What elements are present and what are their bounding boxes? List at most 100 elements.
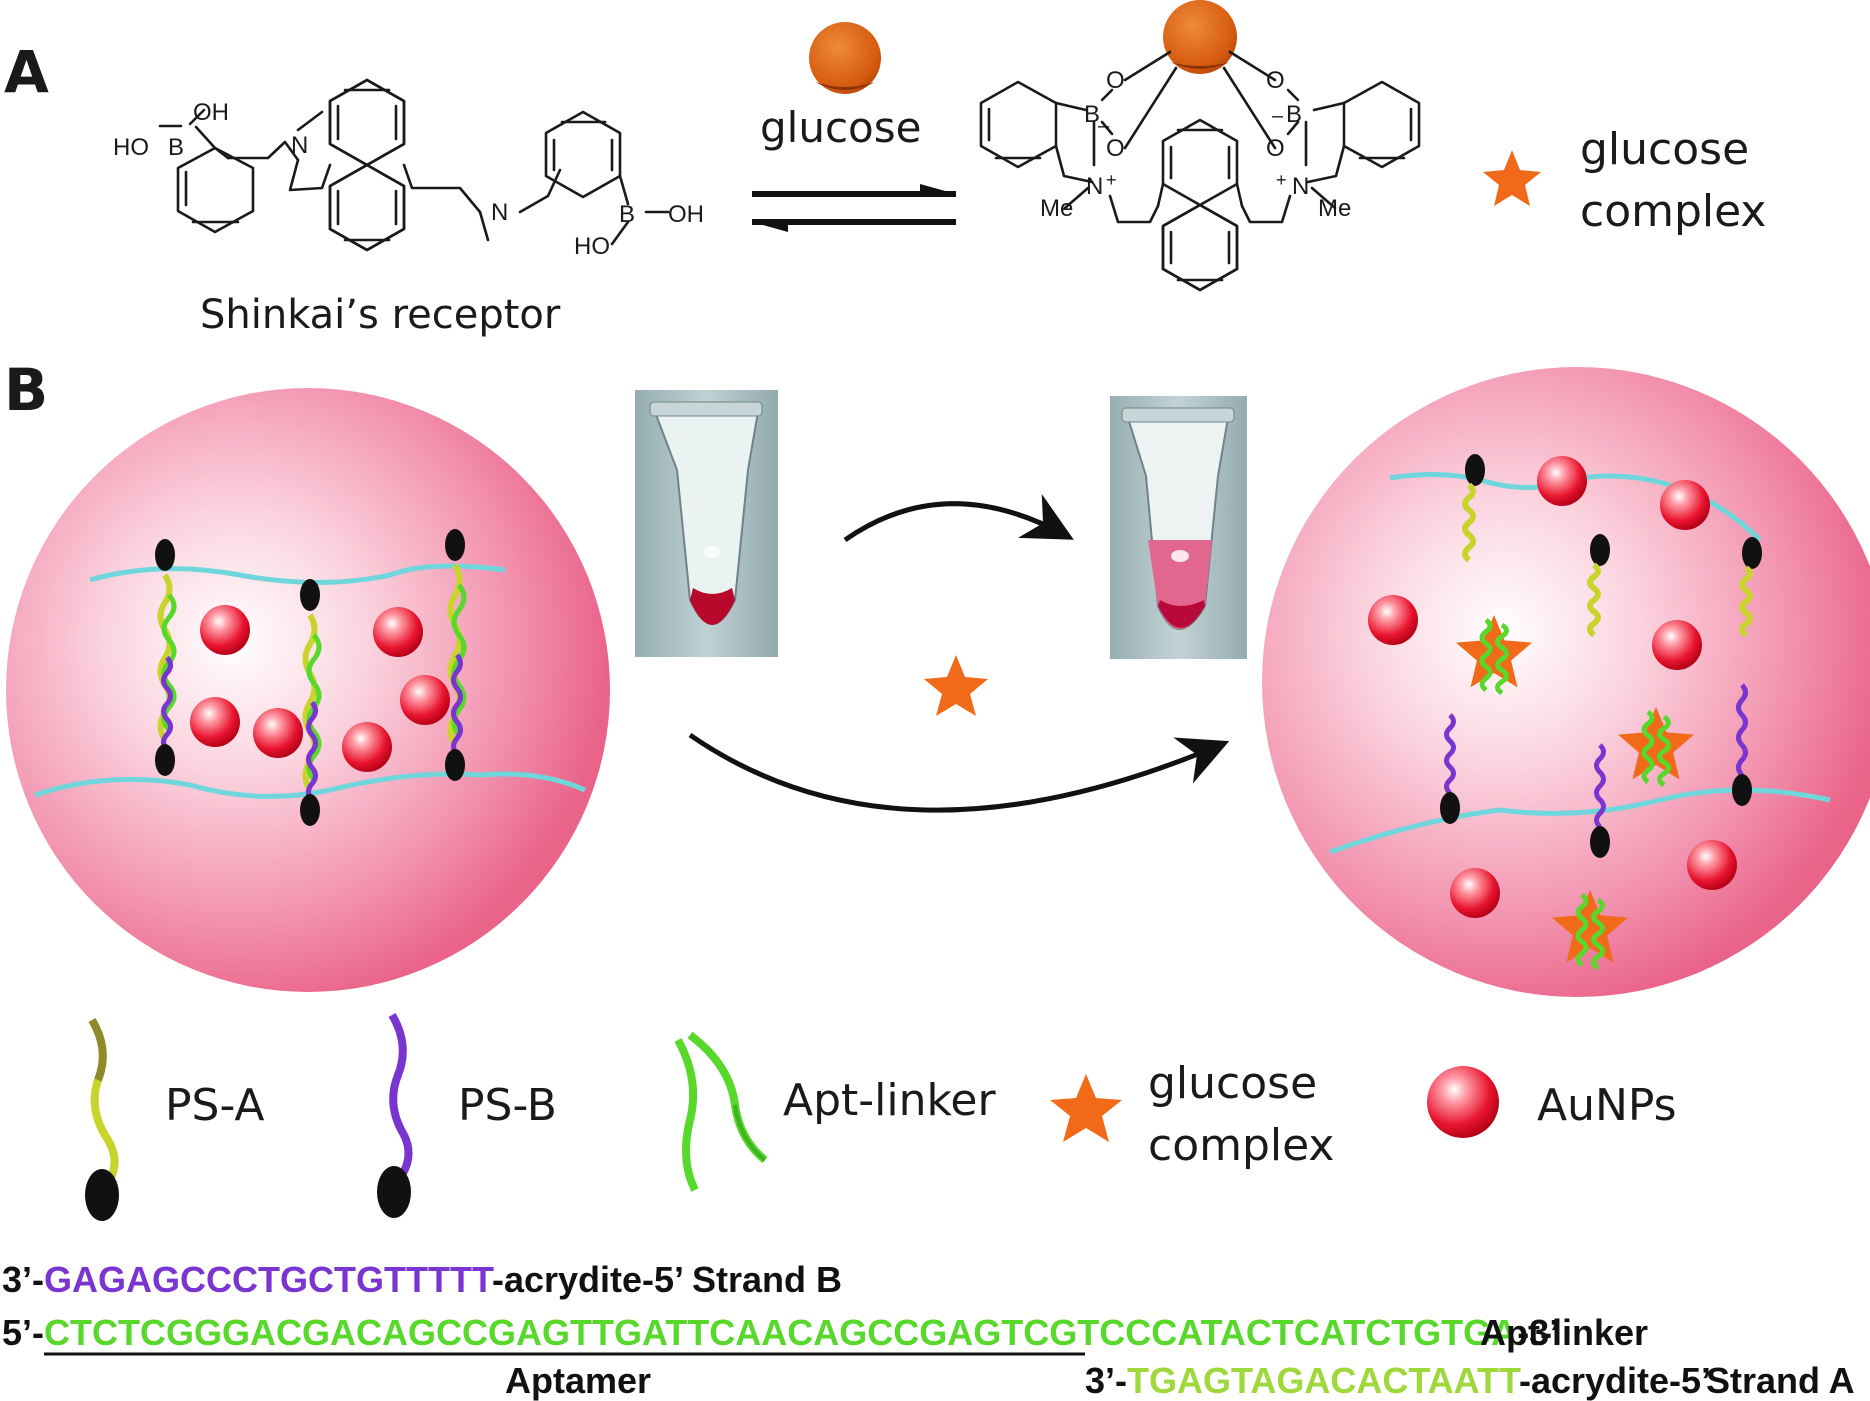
charge-plus: +: [1276, 170, 1287, 190]
strand-a-prefix: 3’-: [1085, 1360, 1127, 1401]
acrydite-anchor: [1440, 792, 1460, 824]
color-change-arrow: [843, 493, 1074, 543]
panel-a-legend-line1: glucose: [1580, 124, 1749, 175]
acrydite-anchor: [1465, 454, 1485, 486]
released-strands: [1368, 454, 1762, 971]
aunp-particle: [190, 697, 240, 747]
apt-suffix: -3’: [1517, 1312, 1559, 1353]
legend-psb-icon: [377, 1012, 413, 1218]
hydrogel-crosslinked: [6, 388, 610, 992]
glucose-sphere-icon: [809, 22, 881, 94]
ps-a-strand: [1462, 482, 1476, 563]
atom-o: O: [1106, 135, 1125, 162]
methyl-label: Me: [1318, 195, 1351, 222]
ps-b-strand: [1736, 683, 1748, 777]
atom-o: O: [1266, 135, 1285, 162]
methyl-label: Me: [1040, 195, 1073, 222]
aunp-particle: [1660, 480, 1710, 530]
aunp-particle: [342, 722, 392, 772]
strand-a-name: Strand A: [1706, 1360, 1855, 1401]
aunp-particle: [200, 605, 250, 655]
aunp-particle: [373, 607, 423, 657]
aunp-particle: [1687, 840, 1737, 890]
aunp-particle: [1368, 595, 1418, 645]
legend-psb-label: PS-B: [458, 1080, 557, 1131]
release-arrow: [688, 732, 1230, 813]
hydrogel-dissociated: [1262, 367, 1870, 997]
atom-n: N: [491, 199, 508, 226]
atom-o: O: [1106, 67, 1125, 94]
polymer-chain: [34, 771, 587, 799]
atom-n: N: [1292, 173, 1309, 200]
shinkai-receptor-structure: [158, 78, 670, 252]
acrydite-anchor: [445, 749, 465, 781]
legend-aunp-icon: [1427, 1066, 1499, 1138]
left-atom-labels: OH HO B N N B OH HO: [113, 99, 704, 260]
glucose-complex-star-icon: [924, 655, 988, 716]
acrydite-anchor: [155, 744, 175, 776]
apt-linker-strand: [1495, 622, 1509, 696]
acrydite-anchor: [1590, 534, 1610, 566]
ps-a-strand: [1739, 565, 1753, 638]
atom-b: B: [619, 201, 635, 228]
ps-a-strand: [1587, 562, 1601, 638]
panel-b-label: B: [4, 356, 48, 424]
aunp-particle: [1652, 620, 1702, 670]
ps-b-strand: [1444, 713, 1456, 795]
apt-prefix: 5’-: [2, 1312, 44, 1353]
atom-oh: OH: [668, 201, 704, 228]
apt-linker-strand: [1575, 892, 1589, 968]
equilibrium-arrows: [752, 184, 956, 232]
charge-minus: –: [1098, 115, 1110, 137]
apt-linker-strand: [1641, 709, 1655, 785]
aptamer-label: Aptamer: [505, 1360, 651, 1401]
ps-b-strand: [1594, 743, 1606, 829]
atom-ho: HO: [113, 134, 149, 161]
acrydite-anchor: [1742, 537, 1762, 569]
charge-plus: +: [1106, 170, 1117, 190]
apt-linker-strand: [1479, 617, 1493, 693]
legend-complex-line1: glucose: [1148, 1058, 1317, 1109]
strand-b-sequence: GAGAGCCCTGCTGTTTTT: [44, 1259, 494, 1300]
ps-b-strand: [451, 653, 463, 757]
acrydite-anchor: [1590, 826, 1610, 858]
atom-b: B: [1286, 101, 1302, 128]
ps-b-strand: [306, 700, 318, 802]
legend-psa-icon: [85, 1017, 119, 1221]
atom-n: N: [1086, 173, 1103, 200]
tube-photo-before: [635, 390, 778, 657]
tube-photo-after: [1110, 396, 1247, 659]
apt-linker-line: 5’-CTCTCGGGACGACAGCCGAGTTGATTCAACAGCCGAG…: [2, 1312, 1559, 1353]
glucose-complex-star-icon: [1552, 890, 1628, 963]
glucose-complex-star-icon: [1483, 150, 1541, 206]
atom-b: B: [1084, 101, 1100, 128]
atom-n: N: [291, 132, 308, 159]
legend-psa-label: PS-A: [165, 1080, 264, 1131]
atom-ho: HO: [574, 233, 610, 260]
crosslink-strands: [155, 529, 467, 826]
strand-a-suffix: -acrydite-5’: [1519, 1360, 1711, 1401]
right-atom-labels: O O O O B – – B N + + N Me Me: [1040, 67, 1351, 222]
legend-aunp-label: AuNPs: [1537, 1080, 1677, 1131]
legend-glucose-complex-star-icon: [1050, 1074, 1122, 1142]
apt-linker-strand: [1657, 714, 1671, 788]
ps-b-strand: [161, 655, 173, 752]
sequences: 3’- GAGAGCCCTGCTGTTTTT -acrydite-5’ Strand…: [2, 1259, 1855, 1401]
apt-linker-strand: [1591, 897, 1605, 971]
legend-apt-linker-label: Apt-linker: [783, 1075, 996, 1126]
atom-b: B: [168, 134, 184, 161]
legend: PS-A PS-B Apt-linker glucose complex AuN…: [85, 1012, 1677, 1221]
legend-complex-line2: complex: [1148, 1120, 1334, 1171]
acrydite-anchor: [155, 539, 175, 571]
acrydite-anchor: [445, 529, 465, 561]
legend-apt-linker-icon: [674, 1031, 768, 1192]
atom-o: O: [1266, 67, 1285, 94]
strand-b-name: Strand B: [692, 1259, 842, 1300]
panel-a-legend-line2: complex: [1580, 186, 1766, 237]
strand-a-sequence: TGAGTAGACACTAATT: [1127, 1360, 1521, 1401]
acrydite-anchor: [300, 794, 320, 826]
apt-linker-name: Apt-linker: [1480, 1312, 1648, 1353]
glucose-complex-structure: [979, 0, 1421, 292]
acrydite-anchor: [1732, 774, 1752, 806]
